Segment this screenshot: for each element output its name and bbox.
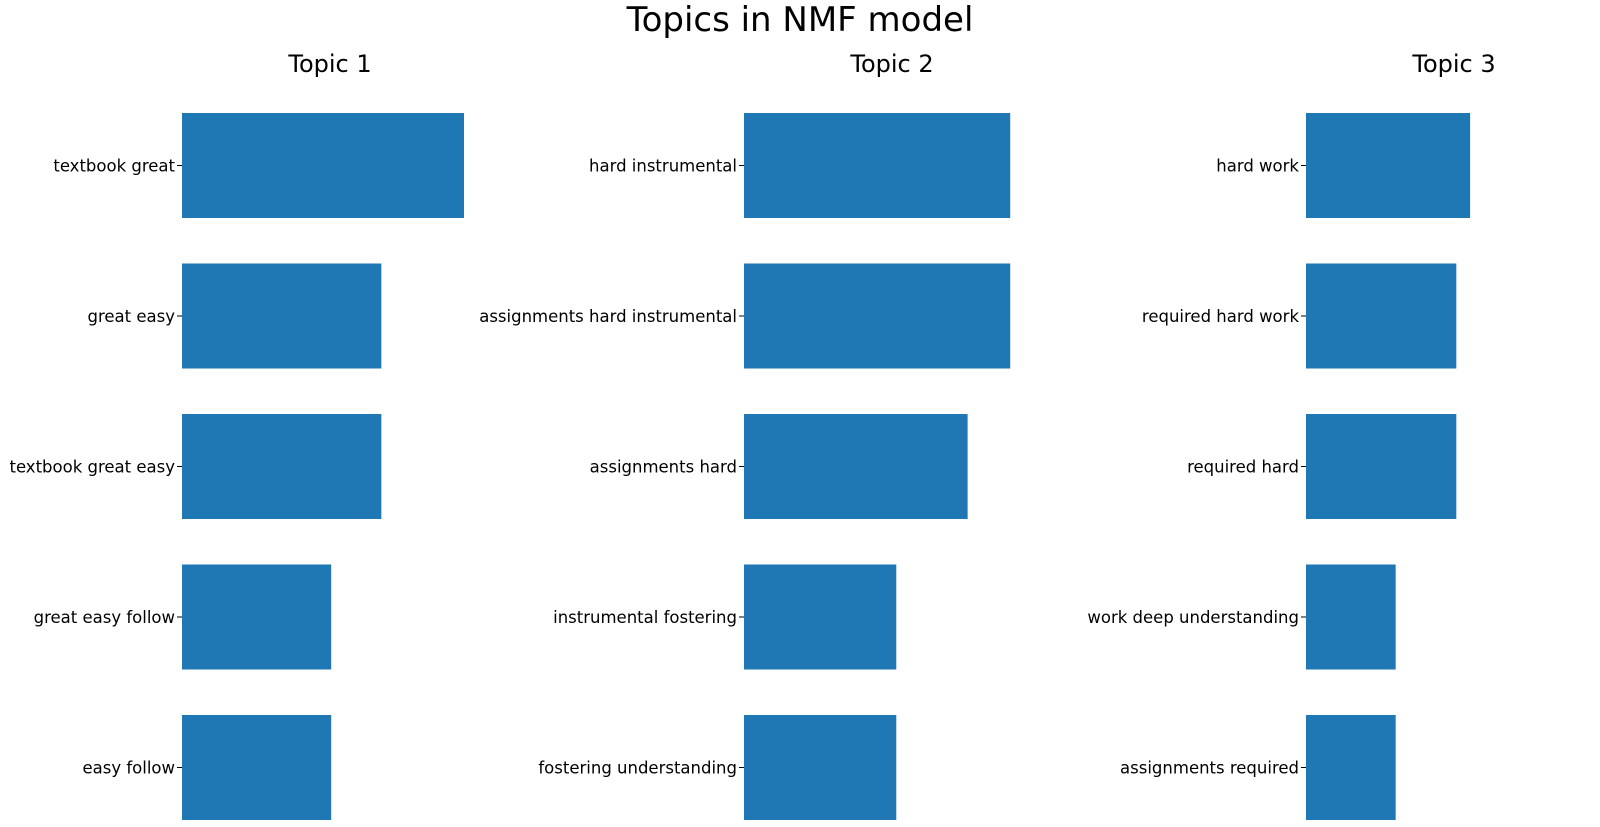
tick-label: easy follow (82, 759, 175, 778)
tick-label: instrumental fostering (553, 608, 737, 627)
tick-label: hard instrumental (589, 157, 737, 176)
bar (182, 414, 382, 519)
panel-title: Topic 1 (287, 50, 371, 78)
tick-label: great easy follow (34, 608, 175, 627)
bar (1306, 414, 1457, 519)
bar (182, 715, 332, 820)
tick-label: great easy (88, 307, 176, 326)
chart-title: Topics in NMF model (626, 0, 974, 40)
tick-label: assignments required (1120, 759, 1299, 778)
tick-label: required hard work (1142, 307, 1300, 326)
bar (182, 113, 464, 218)
tick-label: textbook great easy (9, 458, 175, 477)
tick-label: work deep understanding (1087, 608, 1299, 627)
tick-label: fostering understanding (538, 759, 737, 778)
bar (744, 715, 897, 820)
tick-label: assignments hard instrumental (479, 307, 737, 326)
bar (1306, 263, 1457, 369)
bar (182, 564, 332, 670)
bar (182, 263, 382, 369)
panel-title: Topic 3 (1411, 50, 1495, 78)
tick-label: assignments hard (590, 458, 737, 477)
bar (1306, 715, 1396, 820)
bar (744, 414, 968, 519)
bar (744, 564, 897, 670)
bar (744, 113, 1011, 218)
tick-label: hard work (1216, 157, 1299, 176)
tick-label: textbook great (53, 157, 175, 176)
tick-label: required hard (1187, 458, 1299, 477)
bar (744, 263, 1011, 369)
bar (1306, 113, 1471, 218)
bar (1306, 564, 1396, 670)
panel-title: Topic 2 (849, 50, 933, 78)
